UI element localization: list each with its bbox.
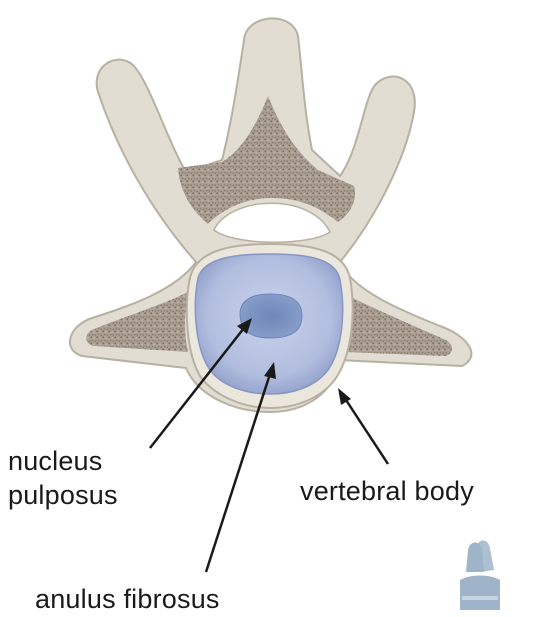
label-nucleus-pulposus: nucleus pulposus bbox=[8, 444, 118, 512]
nucleus-pulposus bbox=[240, 294, 302, 338]
label-nucleus-line2: pulposus bbox=[8, 478, 118, 512]
arrow-vertebral-body bbox=[338, 388, 388, 464]
watermark-logo bbox=[460, 541, 500, 611]
label-vertebral-body: vertebral body bbox=[300, 474, 474, 508]
label-nucleus-line1: nucleus bbox=[8, 444, 118, 478]
label-anulus-fibrosus: anulus fibrosus bbox=[35, 582, 220, 616]
